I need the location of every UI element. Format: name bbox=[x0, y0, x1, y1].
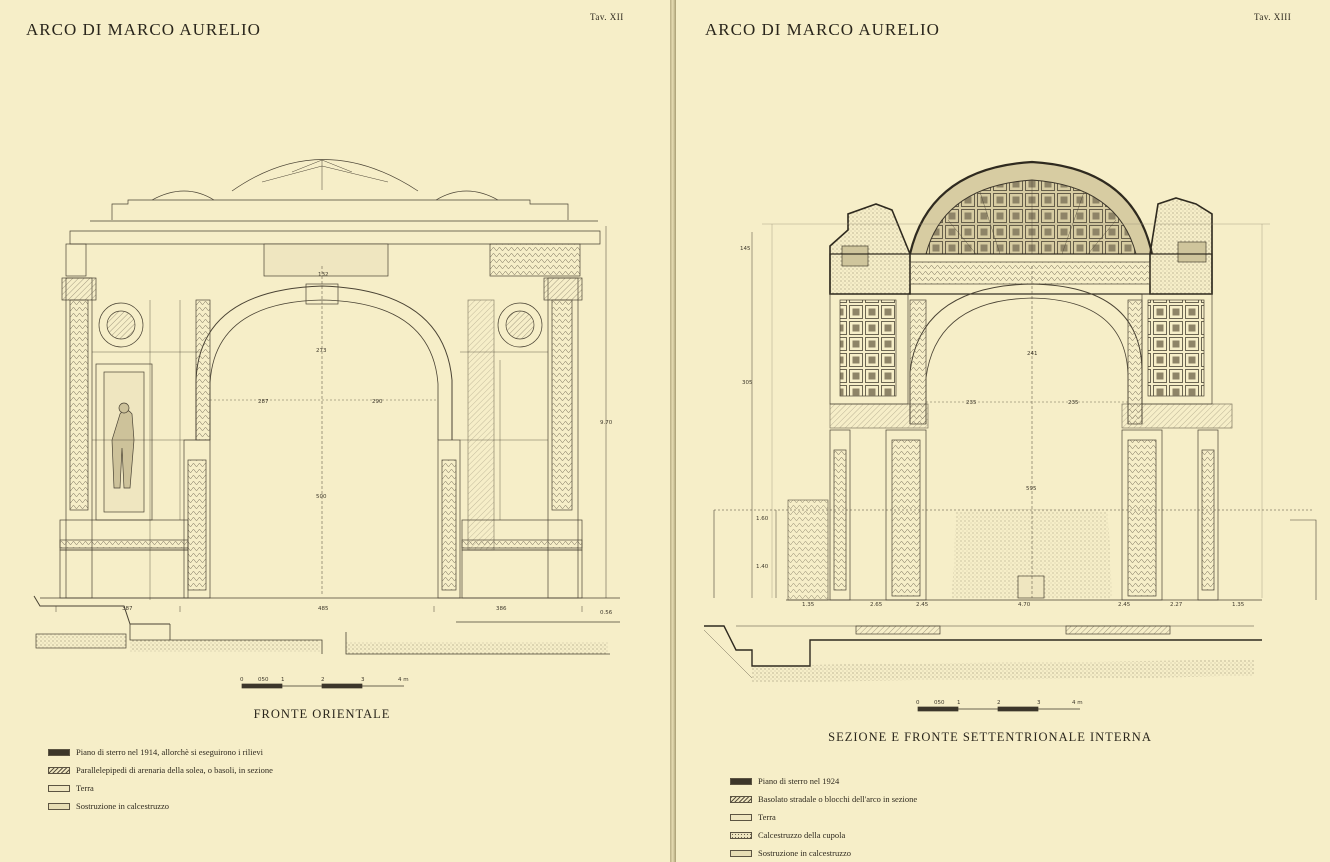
dim-right-base-g: 1.35 bbox=[1232, 602, 1245, 608]
left-arch-outer bbox=[195, 285, 453, 440]
left-caption: FRONTE ORIENTALE bbox=[253, 707, 391, 721]
left-scale-050: 050 bbox=[258, 677, 269, 683]
right-legend-item: Sostruzione in calcestruzzo bbox=[730, 844, 917, 862]
book-gutter bbox=[670, 0, 676, 862]
left-legend-item: Sostruzione in calcestruzzo bbox=[48, 797, 273, 815]
dim-left-half-l: 287 bbox=[258, 399, 269, 405]
dim-right-pier: 595 bbox=[1026, 486, 1037, 492]
right-section bbox=[703, 160, 1317, 682]
right-scale-0: 0 bbox=[916, 700, 920, 706]
dim-right-lower-a: 1.60 bbox=[756, 516, 769, 522]
right-scale-1: 1 bbox=[957, 700, 961, 706]
dim-right-rise: 241 bbox=[1027, 351, 1038, 357]
left-legend: Piano di sterro nel 1914, allorchè si es… bbox=[48, 743, 273, 815]
legend-swatch bbox=[730, 795, 752, 803]
dim-right-base-a: 1.35 bbox=[802, 602, 815, 608]
right-scale-050: 050 bbox=[934, 700, 945, 706]
left-medallion bbox=[98, 302, 144, 348]
dim-right-base-d: 4.70 bbox=[1018, 602, 1031, 608]
dim-left-pier: 500 bbox=[316, 494, 327, 500]
right-scale-4: 4 m bbox=[1072, 700, 1083, 706]
legend-label: Calcestruzzo della cupola bbox=[758, 830, 846, 840]
dim-right-lower-b: 1.40 bbox=[756, 564, 769, 570]
legend-swatch bbox=[730, 849, 752, 857]
right-caption: SEZIONE E FRONTE SETTENTRIONALE INTERNA bbox=[828, 730, 1152, 744]
right-legend-item: Terra bbox=[730, 808, 917, 826]
legend-label: Parallelepipedi di arenaria della solea,… bbox=[76, 765, 273, 775]
legend-swatch bbox=[48, 784, 70, 792]
legend-swatch bbox=[730, 777, 752, 785]
dim-left-top: 132 bbox=[318, 272, 329, 278]
right-legend-item: Basolato stradale o blocchi dell'arco in… bbox=[730, 790, 917, 808]
legend-label: Basolato stradale o blocchi dell'arco in… bbox=[758, 794, 918, 804]
right-scale-2: 2 bbox=[997, 700, 1001, 706]
left-title: ARCO DI MARCO AURELIO bbox=[26, 20, 261, 39]
dim-left-base-end: 0.56 bbox=[600, 610, 613, 616]
legend-swatch bbox=[730, 831, 752, 839]
legend-swatch bbox=[48, 802, 70, 810]
right-legend-item: Piano di sterro nel 1924 bbox=[730, 772, 917, 790]
dim-left-total: 9.70 bbox=[600, 420, 613, 426]
dim-right-half-r: 235 bbox=[1068, 400, 1079, 406]
dim-left-base-r: 386 bbox=[496, 606, 507, 612]
dim-left-half-r: 290 bbox=[372, 399, 383, 405]
left-legend-item: Parallelepipedi di arenaria della solea,… bbox=[48, 761, 273, 779]
legend-swatch bbox=[48, 748, 70, 756]
left-scale-4: 4 m bbox=[398, 677, 409, 683]
dim-right-half-l: 235 bbox=[966, 400, 977, 406]
dim-right-base-f: 2.27 bbox=[1170, 602, 1183, 608]
left-scale-2: 2 bbox=[321, 677, 325, 683]
left-scale-bar bbox=[241, 683, 404, 689]
legend-label: Terra bbox=[76, 783, 94, 793]
left-scale-3: 3 bbox=[361, 677, 365, 683]
right-title: ARCO DI MARCO AURELIO bbox=[705, 20, 940, 39]
dim-right-base-c: 2.45 bbox=[916, 602, 929, 608]
left-elevation bbox=[33, 159, 620, 655]
right-scale-bar bbox=[917, 706, 1080, 712]
dim-left-rise: 273 bbox=[316, 348, 327, 354]
legend-swatch bbox=[48, 766, 70, 774]
legend-label: Piano di sterro nel 1924 bbox=[758, 776, 840, 786]
left-plate-number: Tav. XII bbox=[590, 12, 624, 22]
right-plate-number: Tav. XIII bbox=[1254, 12, 1292, 22]
pedestal bbox=[787, 499, 829, 601]
left-scale-0: 0 bbox=[240, 677, 244, 683]
right-legend: Piano di sterro nel 1924 Basolato strada… bbox=[730, 772, 917, 862]
dim-left-base-m: 485 bbox=[318, 606, 329, 612]
legend-label: Sostruzione in calcestruzzo bbox=[76, 801, 169, 811]
left-dome bbox=[231, 159, 419, 192]
right-scale-3: 3 bbox=[1037, 700, 1041, 706]
dim-left-base-l: 387 bbox=[122, 606, 133, 612]
left-legend-item: Terra bbox=[48, 779, 273, 797]
left-legend-item: Piano di sterro nel 1914, allorchè si es… bbox=[48, 743, 273, 761]
left-attic-top bbox=[111, 199, 569, 220]
plate-right bbox=[676, 0, 1330, 862]
dim-right-attic: 145 bbox=[740, 246, 751, 252]
legend-label: Terra bbox=[758, 812, 776, 822]
right-medallion bbox=[497, 302, 543, 348]
right-legend-item: Calcestruzzo della cupola bbox=[730, 826, 917, 844]
legend-label: Sostruzione in calcestruzzo bbox=[758, 848, 851, 858]
dim-right-side: 305 bbox=[742, 380, 753, 386]
legend-swatch bbox=[730, 813, 752, 821]
legend-label: Piano di sterro nel 1914, allorchè si es… bbox=[76, 747, 263, 757]
left-scale-1: 1 bbox=[281, 677, 285, 683]
dim-right-base-e: 2.45 bbox=[1118, 602, 1131, 608]
dim-right-base-b: 2.65 bbox=[870, 602, 883, 608]
